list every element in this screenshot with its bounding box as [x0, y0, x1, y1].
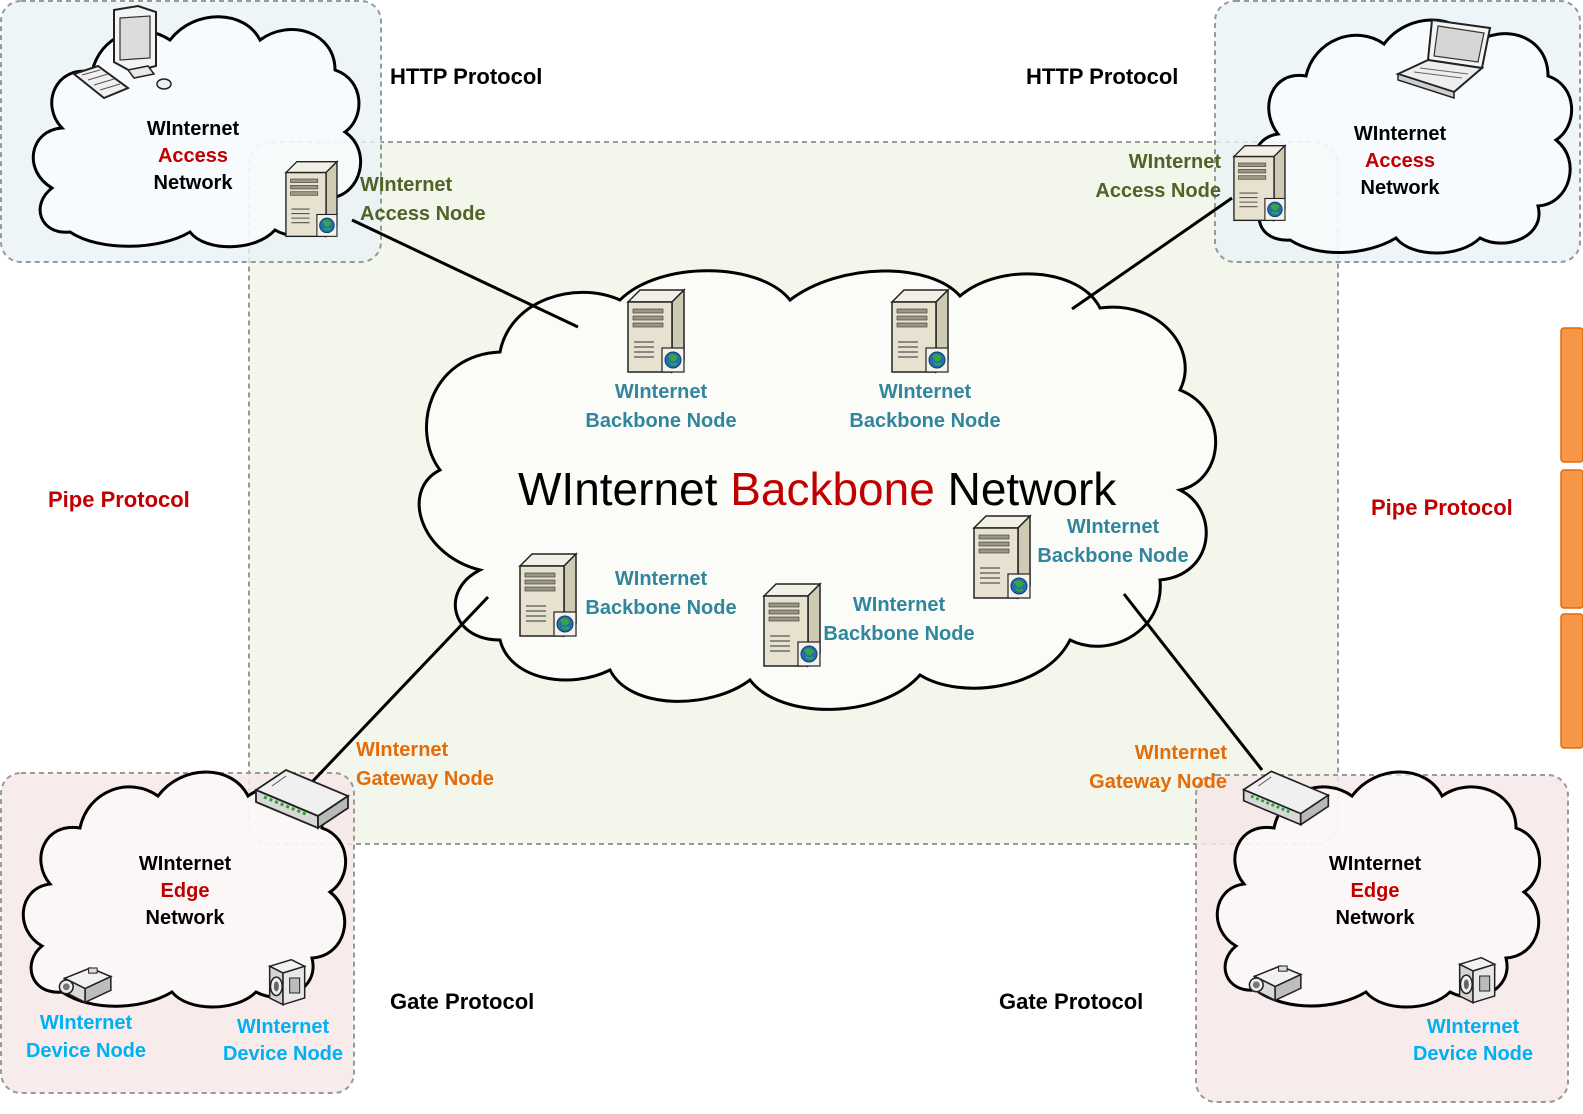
svg-text:WInternet: WInternet	[1135, 742, 1228, 764]
svg-text:Network: Network	[154, 172, 234, 194]
svg-text:Device Node: Device Node	[1413, 1043, 1533, 1065]
svg-text:Backbone Node: Backbone Node	[585, 410, 736, 432]
svg-text:WInternet: WInternet	[139, 853, 232, 875]
svg-text:Backbone Node: Backbone Node	[585, 597, 736, 619]
side-bar-2	[1560, 469, 1583, 609]
backbone-cloud	[417, 269, 1218, 711]
http-protocol-label-right: HTTP Protocol	[1026, 64, 1178, 89]
camcorder-icon-left	[268, 958, 306, 1006]
gate-protocol-label-right: Gate Protocol	[999, 989, 1143, 1014]
svg-text:WInternet: WInternet	[853, 594, 946, 616]
svg-text:Backbone Node: Backbone Node	[1037, 545, 1188, 567]
svg-text:Device Node: Device Node	[26, 1040, 146, 1062]
svg-text:Access Node: Access Node	[360, 203, 486, 225]
edge-cloud-right	[1215, 770, 1541, 1009]
svg-text:Network: Network	[1336, 907, 1416, 929]
svg-text:WInternet: WInternet	[879, 381, 972, 403]
edge-network-label-left: WInternet Edge Network	[139, 853, 232, 929]
svg-text:Backbone Node: Backbone Node	[849, 410, 1000, 432]
backbone-node-label-4: WInternet Backbone Node	[823, 594, 974, 645]
access-node-server-icon-right	[1233, 144, 1286, 222]
http-protocol-label-left: HTTP Protocol	[390, 64, 542, 89]
edge-network-label-right: WInternet Edge Network	[1329, 853, 1422, 929]
svg-text:WInternet: WInternet	[356, 739, 449, 761]
svg-text:Device Node: Device Node	[223, 1043, 343, 1065]
svg-text:WInternet: WInternet	[1067, 516, 1160, 538]
svg-text:Access Node: Access Node	[1095, 180, 1221, 202]
svg-text:Network: Network	[146, 907, 226, 929]
backbone-server-icon-5	[973, 515, 1031, 599]
link-access-right	[1071, 196, 1233, 311]
device-node-label-3: WInternet Device Node	[1413, 1016, 1533, 1065]
link-access-left	[351, 218, 579, 329]
gateway-node-label-left: WInternet Gateway Node	[356, 739, 494, 790]
backbone-network-title: WInternet Backbone Network	[518, 463, 1117, 515]
svg-text:WInternet: WInternet	[1427, 1016, 1520, 1038]
backbone-server-icon-2	[891, 289, 949, 373]
pipe-protocol-label-left: Pipe Protocol	[48, 487, 190, 512]
access-node-label-right: WInternet Access Node	[1095, 151, 1221, 202]
link-gateway-left	[310, 595, 490, 784]
svg-text:Access: Access	[158, 145, 228, 167]
svg-text:WInternet: WInternet	[615, 381, 708, 403]
svg-text:WInternet: WInternet	[360, 174, 453, 196]
svg-text:Gateway Node: Gateway Node	[356, 768, 494, 790]
svg-text:Edge: Edge	[161, 880, 210, 902]
svg-text:Edge: Edge	[1351, 880, 1400, 902]
svg-text:WInternet: WInternet	[40, 1012, 133, 1034]
backbone-node-label-2: WInternet Backbone Node	[849, 381, 1000, 432]
camcorder-icon-right	[1458, 956, 1496, 1004]
access-network-label-right: WInternet Access Network	[1354, 123, 1447, 199]
side-bar-1	[1560, 327, 1583, 463]
svg-text:WInternet: WInternet	[1354, 123, 1447, 145]
access-node-label-left: WInternet Access Node	[360, 174, 486, 225]
svg-text:Backbone Node: Backbone Node	[823, 623, 974, 645]
svg-text:WInternet: WInternet	[237, 1016, 330, 1038]
svg-text:WInternet: WInternet	[1329, 853, 1422, 875]
svg-text:Access: Access	[1365, 150, 1435, 172]
backbone-node-label-1: WInternet Backbone Node	[585, 381, 736, 432]
svg-text:WInternet: WInternet	[615, 568, 708, 590]
svg-text:Network: Network	[1361, 177, 1441, 199]
access-network-label-left: WInternet Access Network	[147, 118, 240, 194]
side-bar-3	[1560, 613, 1583, 749]
backbone-server-icon-1	[627, 289, 685, 373]
svg-text:WInternet: WInternet	[1129, 151, 1222, 173]
gateway-node-label-right: WInternet Gateway Node	[1089, 742, 1227, 793]
pipe-protocol-label-right: Pipe Protocol	[1371, 495, 1513, 520]
access-node-server-icon-left	[285, 160, 338, 238]
link-gateway-right	[1122, 593, 1264, 771]
device-node-label-2: WInternet Device Node	[223, 1016, 343, 1065]
gate-protocol-label-left: Gate Protocol	[390, 989, 534, 1014]
access-cloud-right	[1251, 18, 1573, 255]
backbone-node-label-3: WInternet Backbone Node	[585, 568, 736, 619]
backbone-server-icon-4	[763, 583, 821, 667]
access-cloud-left	[31, 15, 362, 249]
svg-text:Gateway Node: Gateway Node	[1089, 771, 1227, 793]
svg-text:WInternet: WInternet	[147, 118, 240, 140]
device-node-label-1: WInternet Device Node	[26, 1012, 146, 1062]
backbone-server-icon-3	[519, 553, 577, 637]
backbone-node-label-5: WInternet Backbone Node	[1037, 516, 1188, 567]
